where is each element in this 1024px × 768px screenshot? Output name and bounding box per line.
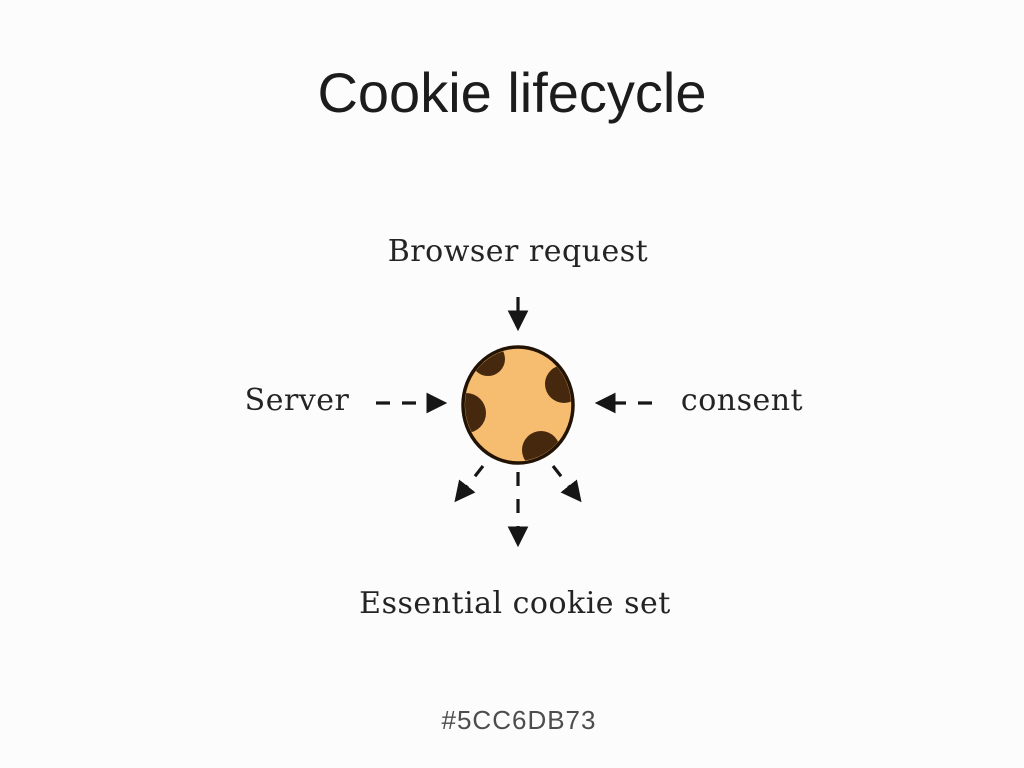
- chocolate-chip: [465, 393, 486, 433]
- chocolate-chip: [545, 365, 571, 403]
- chocolate-chip: [471, 349, 505, 376]
- footer-code: #5CC6DB73: [441, 705, 597, 735]
- diagram-title: Cookie lifecycle: [317, 61, 707, 124]
- node-browser-request: Browser request: [387, 234, 649, 269]
- node-consent: consent: [680, 383, 804, 418]
- cookie-outline: [461, 345, 575, 465]
- arrow-cookie-out-left: [454, 465, 485, 503]
- arrow-cookie-out-right: [551, 465, 582, 503]
- node-essential-cookie-set: Essential cookie set: [359, 586, 671, 621]
- node-server: Server: [244, 383, 350, 418]
- cookie-icon: [461, 345, 575, 465]
